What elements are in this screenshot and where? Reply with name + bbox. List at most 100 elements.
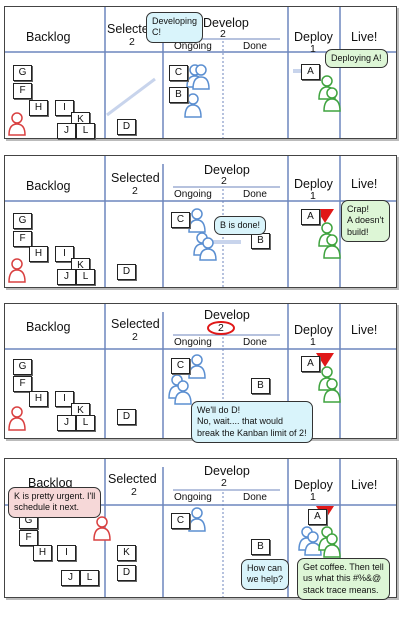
card-d[interactable]: D bbox=[117, 119, 136, 135]
limit-deploy: 1 bbox=[310, 43, 316, 55]
card-f[interactable]: F bbox=[19, 530, 38, 546]
person-icon bbox=[188, 208, 217, 261]
limit-selected: 2 bbox=[129, 36, 135, 48]
limit-develop: 2 bbox=[221, 477, 227, 489]
card-d[interactable]: D bbox=[117, 264, 136, 280]
speech-bubble: How can we help? bbox=[241, 559, 290, 590]
card-a[interactable]: A bbox=[308, 509, 327, 525]
card-h[interactable]: H bbox=[29, 246, 48, 262]
panel-2: Backlog Selected 2 Develop 2 Ongoing Don… bbox=[4, 155, 397, 288]
card-f[interactable]: F bbox=[13, 231, 32, 247]
col-develop: Develop bbox=[204, 163, 250, 177]
col-backlog: Backlog bbox=[28, 476, 73, 490]
card-f[interactable]: F bbox=[13, 376, 32, 392]
speech-bubble: Crap! A doesn't build! bbox=[341, 200, 390, 242]
person-icon bbox=[8, 406, 26, 431]
col-live: Live! bbox=[351, 478, 378, 492]
person-icon bbox=[318, 222, 341, 259]
col-ongoing: Ongoing bbox=[174, 189, 212, 200]
card-d[interactable]: D bbox=[117, 409, 136, 425]
card-l[interactable]: L bbox=[80, 570, 99, 586]
person-icon bbox=[168, 354, 206, 405]
limit-deploy: 1 bbox=[310, 491, 316, 503]
card-i[interactable]: I bbox=[57, 545, 76, 561]
card-i[interactable]: I bbox=[55, 100, 74, 116]
speech-bubble: Get coffee. Then tell us what this #%&@ … bbox=[297, 558, 390, 600]
col-live: Live! bbox=[351, 177, 378, 191]
card-b[interactable]: B bbox=[251, 233, 270, 249]
limit-selected: 2 bbox=[132, 185, 138, 197]
limit-develop: 2 bbox=[221, 175, 227, 187]
card-g[interactable]: G bbox=[13, 359, 32, 375]
person-icon bbox=[184, 64, 210, 118]
col-deploy: Deploy bbox=[294, 30, 333, 44]
col-deploy: Deploy bbox=[294, 177, 333, 191]
panel-4: Backlog Selected 2 Develop 2 Ongoing Don… bbox=[4, 458, 397, 600]
card-l[interactable]: L bbox=[76, 123, 95, 139]
person-icon bbox=[318, 366, 341, 403]
card-h[interactable]: H bbox=[33, 545, 52, 561]
person-icon bbox=[8, 258, 26, 283]
col-live: Live! bbox=[351, 30, 378, 44]
card-a[interactable]: A bbox=[301, 209, 320, 225]
person-icon bbox=[318, 75, 341, 112]
speech-bubble: We'll do D! No, wait.... that would brea… bbox=[191, 401, 313, 443]
panel-1: Backlog Selected 2 Develop 2 Ongoing Don… bbox=[4, 6, 397, 139]
limit-develop: 2 bbox=[220, 28, 226, 40]
panel-3: Backlog Selected 2 Develop 2 Ongoing Don… bbox=[4, 303, 397, 443]
col-ongoing: Ongoing bbox=[174, 492, 212, 503]
card-h[interactable]: H bbox=[29, 100, 48, 116]
card-k[interactable]: K bbox=[117, 545, 136, 561]
person-icon bbox=[93, 516, 111, 541]
card-a[interactable]: A bbox=[301, 64, 320, 80]
card-j[interactable]: J bbox=[57, 415, 76, 431]
card-c[interactable]: C bbox=[171, 358, 190, 374]
card-c[interactable]: C bbox=[169, 65, 188, 81]
card-d[interactable]: D bbox=[117, 565, 136, 581]
speech-bubble: Developing C! bbox=[146, 12, 204, 43]
person-icon bbox=[188, 507, 322, 556]
col-selected: Selected bbox=[107, 22, 156, 36]
person-icon bbox=[8, 112, 26, 136]
limit-develop: 2 bbox=[218, 322, 224, 334]
col-selected: Selected bbox=[111, 171, 160, 185]
limit-deploy: 1 bbox=[310, 190, 316, 202]
limit-selected: 2 bbox=[132, 331, 138, 343]
card-g[interactable]: G bbox=[13, 65, 32, 81]
panel-3-grid bbox=[5, 304, 396, 438]
col-develop: Develop bbox=[204, 464, 250, 478]
limit-selected: 2 bbox=[131, 486, 137, 498]
card-a[interactable]: A bbox=[301, 356, 320, 372]
alert-triangle-icon bbox=[316, 353, 334, 367]
card-b[interactable]: B bbox=[251, 539, 270, 555]
panel-2-grid bbox=[5, 156, 396, 287]
col-done: Done bbox=[243, 337, 267, 348]
card-g[interactable]: G bbox=[13, 213, 32, 229]
col-backlog: Backlog bbox=[26, 179, 71, 193]
card-j[interactable]: J bbox=[57, 269, 76, 285]
col-done: Done bbox=[243, 41, 267, 52]
card-c[interactable]: C bbox=[171, 513, 190, 529]
arrow-icon bbox=[106, 77, 156, 117]
card-i[interactable]: I bbox=[55, 246, 74, 262]
col-backlog: Backlog bbox=[26, 30, 71, 44]
card-c[interactable]: C bbox=[171, 212, 190, 228]
card-f[interactable]: F bbox=[13, 83, 32, 99]
speech-bubble: Deploying A! bbox=[325, 49, 388, 69]
col-selected: Selected bbox=[111, 317, 160, 331]
speech-bubble: K is pretty urgent. I'll schedule it nex… bbox=[8, 487, 102, 518]
card-j[interactable]: J bbox=[57, 123, 76, 139]
card-b[interactable]: B bbox=[251, 378, 270, 394]
col-live: Live! bbox=[351, 323, 378, 337]
card-l[interactable]: L bbox=[76, 269, 95, 285]
card-b[interactable]: B bbox=[169, 87, 188, 103]
card-h[interactable]: H bbox=[29, 391, 48, 407]
col-done: Done bbox=[243, 492, 267, 503]
speech-bubble: B is done! bbox=[214, 216, 267, 236]
card-j[interactable]: J bbox=[61, 570, 80, 586]
col-selected: Selected bbox=[108, 472, 157, 486]
col-develop: Develop bbox=[204, 308, 250, 322]
card-l[interactable]: L bbox=[76, 415, 95, 431]
col-deploy: Deploy bbox=[294, 323, 333, 337]
card-i[interactable]: I bbox=[55, 391, 74, 407]
